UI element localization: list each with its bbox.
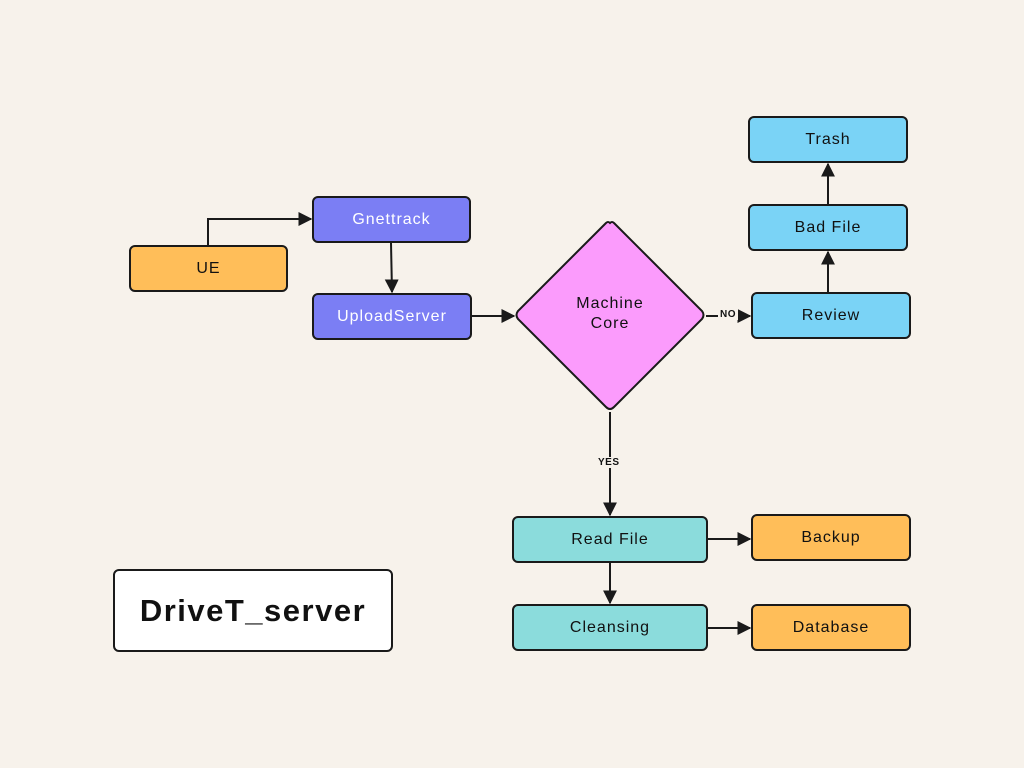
machine-core-line2: Core bbox=[590, 315, 630, 332]
node-cleansing: Cleansing bbox=[512, 604, 708, 651]
node-bad-file-label: Bad File bbox=[794, 218, 862, 236]
node-database-label: Database bbox=[792, 618, 870, 636]
node-bad-file: Bad File bbox=[748, 204, 908, 251]
node-trash-label: Trash bbox=[805, 130, 851, 148]
node-read-file-label: Read File bbox=[571, 530, 649, 548]
edge-label-yes: YES bbox=[596, 457, 622, 468]
edge-gnettrack-uploadserver bbox=[384, 242, 399, 294]
diagram-title: DriveT_server bbox=[139, 592, 367, 628]
machine-core-line1: Machine bbox=[576, 295, 644, 312]
node-trash: Trash bbox=[748, 116, 908, 163]
node-uploadserver: UploadServer bbox=[312, 293, 472, 340]
node-uploadserver-label: UploadServer bbox=[337, 307, 447, 325]
node-backup-label: Backup bbox=[801, 528, 861, 546]
edge-label-no: NO bbox=[718, 309, 738, 320]
node-gnettrack-label: Gnettrack bbox=[352, 210, 431, 228]
node-machine-core-label: Machine Core bbox=[540, 294, 680, 334]
node-ue: UE bbox=[129, 245, 288, 292]
node-database: Database bbox=[751, 604, 911, 651]
node-cleansing-label: Cleansing bbox=[569, 618, 651, 636]
machine-core-diamond bbox=[515, 221, 705, 410]
node-backup: Backup bbox=[751, 514, 911, 561]
node-review: Review bbox=[751, 292, 911, 339]
node-gnettrack: Gnettrack bbox=[312, 196, 471, 243]
node-ue-label: UE bbox=[196, 259, 221, 277]
title-box: DriveT_server bbox=[113, 569, 393, 652]
node-read-file: Read File bbox=[512, 516, 708, 563]
node-review-label: Review bbox=[801, 306, 861, 324]
edge-ue-gnettrack bbox=[207, 212, 313, 245]
